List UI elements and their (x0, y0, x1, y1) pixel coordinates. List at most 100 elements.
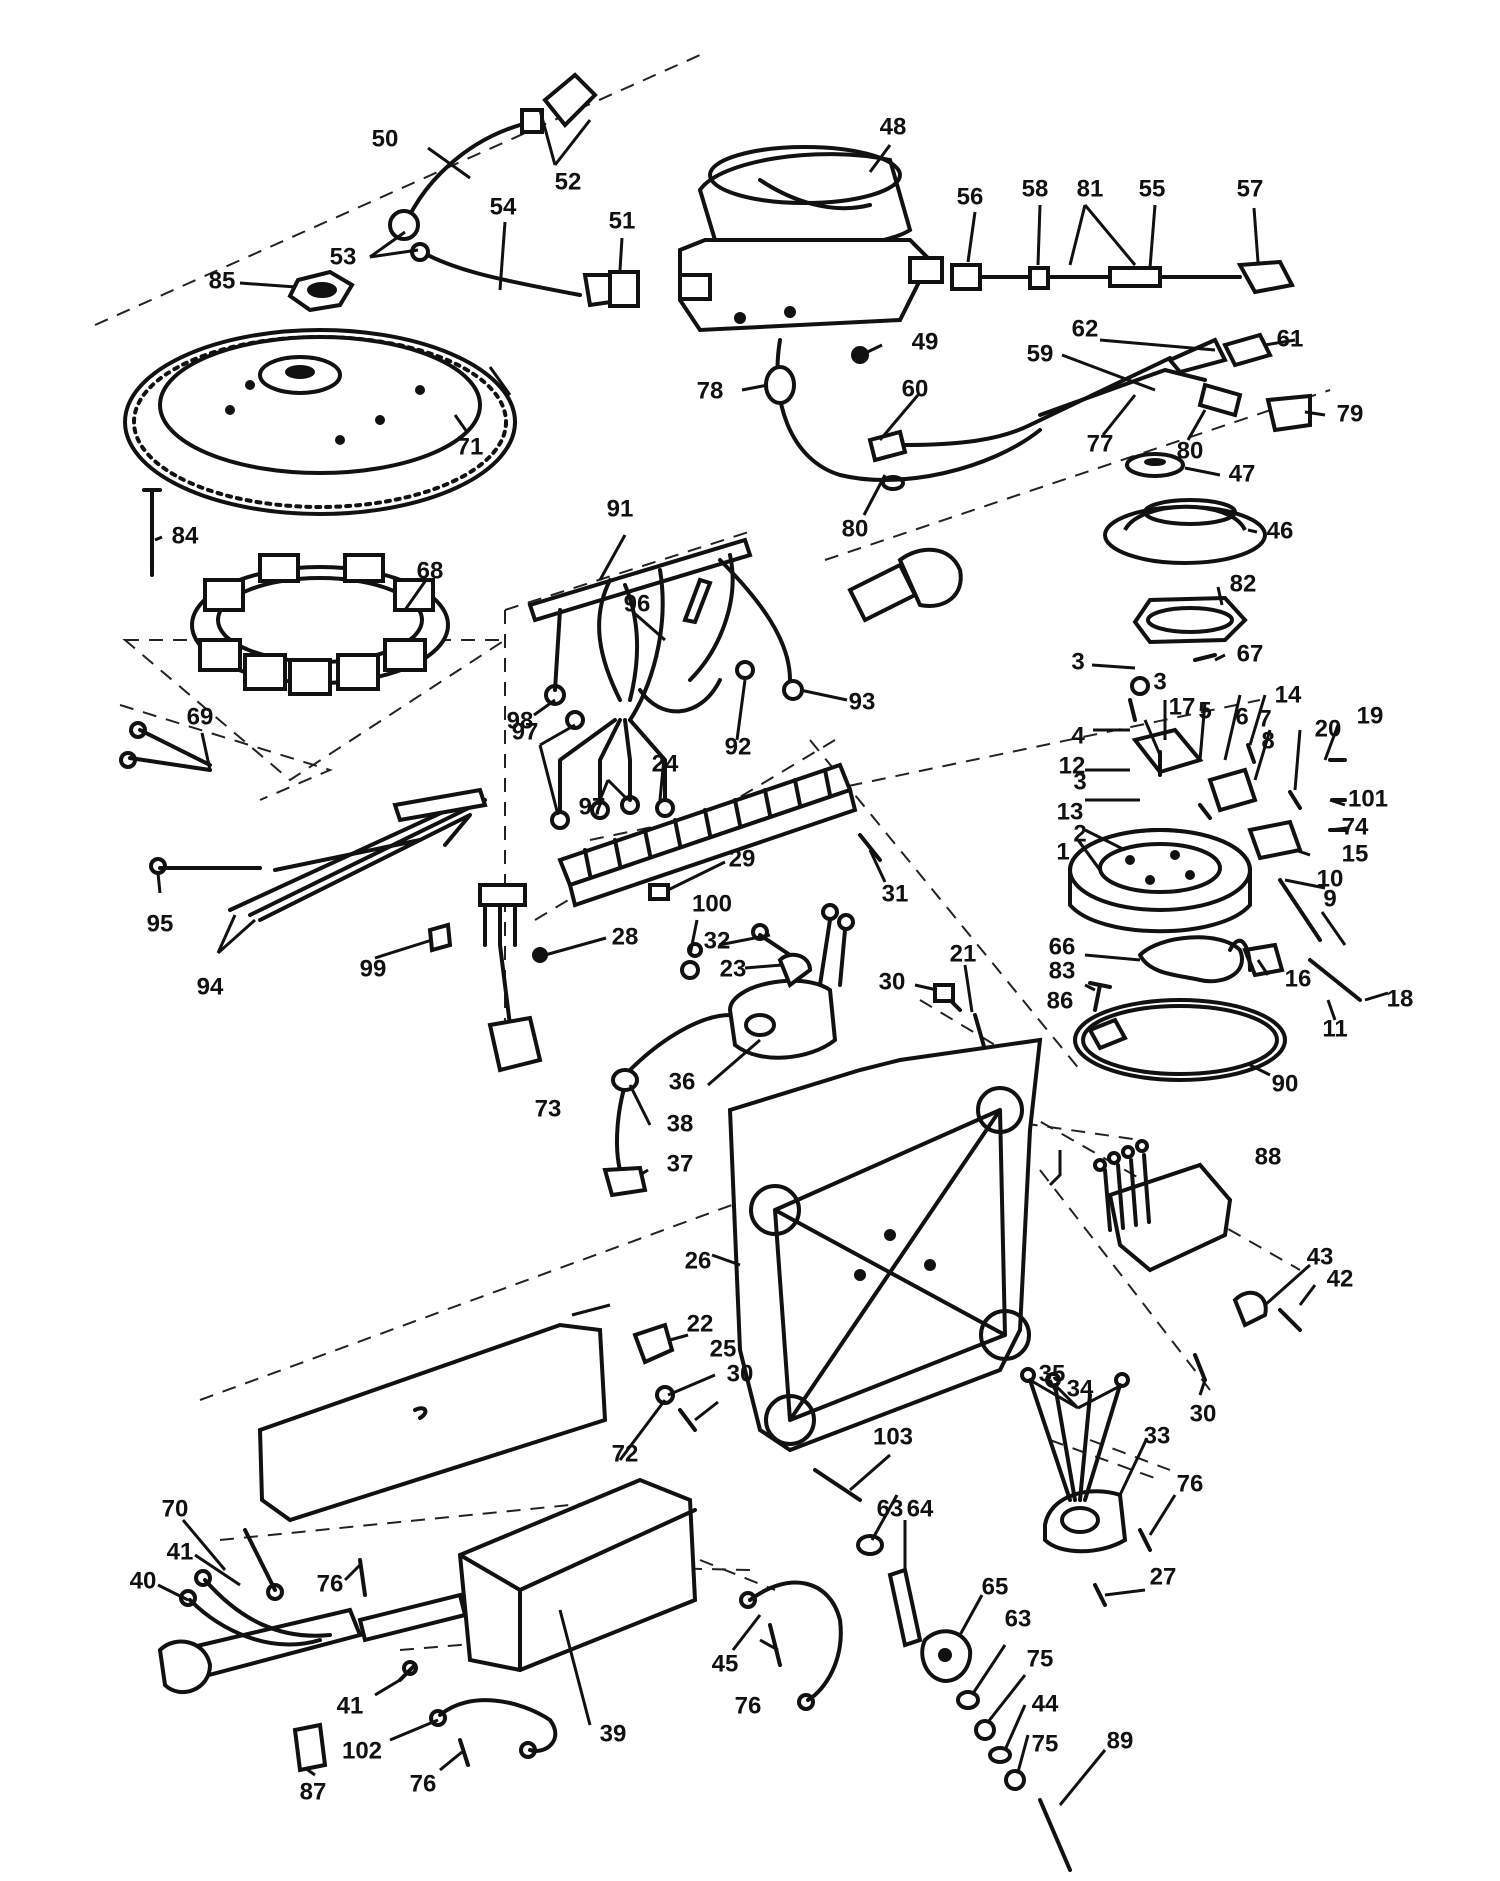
callout-87: 87 (300, 1778, 327, 1805)
callout-42: 42 (1327, 1265, 1354, 1292)
callout-41: 41 (167, 1538, 194, 1565)
screw-83 (1088, 981, 1112, 1012)
callout-10: 10 (1317, 865, 1344, 892)
callout-18: 18 (1387, 985, 1414, 1012)
callout-20: 20 (1315, 715, 1342, 742)
callout-30: 30 (1190, 1400, 1217, 1427)
spacer-29 (648, 883, 670, 901)
callout-53: 53 (330, 243, 357, 270)
switch-33 (1020, 1367, 1130, 1554)
screw-76-left (358, 1558, 367, 1597)
callout-76: 76 (410, 1770, 437, 1797)
clamp-22 (632, 1322, 675, 1365)
wire-102 (429, 1698, 558, 1759)
washer-63-upper (856, 1534, 884, 1556)
terminal-strip-91 (527, 537, 753, 623)
callout-86: 86 (1047, 987, 1074, 1014)
callout-79: 79 (1337, 400, 1364, 427)
callout-63: 63 (1005, 1605, 1032, 1632)
screw-100 (680, 942, 703, 980)
callout-61: 61 (1277, 325, 1304, 352)
callout-56: 56 (957, 183, 984, 210)
callout-7: 7 (1258, 705, 1271, 732)
mount-65 (920, 1629, 973, 1683)
callout-95: 95 (147, 910, 174, 937)
callout-60: 60 (902, 375, 929, 402)
callout-71: 71 (457, 433, 484, 460)
nut-75-lower (1004, 1769, 1026, 1791)
stud-103 (813, 1468, 862, 1502)
leads-40-41 (179, 1528, 332, 1647)
flywheel (123, 328, 517, 516)
callout-41: 41 (337, 1692, 364, 1719)
tube-connector (157, 1592, 468, 1695)
callout-76: 76 (317, 1570, 344, 1597)
callout-62: 62 (1072, 315, 1099, 342)
coil-housing (678, 145, 944, 333)
callout-75: 75 (1027, 1645, 1054, 1672)
callout-27: 27 (1150, 1563, 1177, 1590)
callout-57: 57 (1237, 175, 1264, 202)
callout-76: 76 (735, 1692, 762, 1719)
callout-77: 77 (1087, 430, 1114, 457)
callout-24: 24 (652, 750, 679, 777)
callout-102: 102 (342, 1737, 382, 1764)
callout-93: 93 (849, 688, 876, 715)
callout-59: 59 (1027, 340, 1054, 367)
callout-50: 50 (372, 125, 399, 152)
callout-9: 9 (1323, 885, 1336, 912)
callout-6: 6 (1235, 703, 1248, 730)
callout-34: 34 (1067, 1375, 1094, 1402)
callout-14: 14 (1275, 681, 1302, 708)
callout-82: 82 (1230, 570, 1257, 597)
washer-25 (655, 1385, 675, 1405)
washer-44 (988, 1746, 1012, 1764)
callout-25: 25 (710, 1335, 737, 1362)
callout-1: 1 (1056, 838, 1069, 865)
callout-labels: 1 2 3 3 3 4 5 6 7 8 9 10 11 12 13 14 15 … (130, 113, 1414, 1805)
callout-98: 98 (507, 707, 534, 734)
callout-100: 100 (692, 890, 732, 917)
wire-45 (739, 1580, 843, 1711)
callout-81: 81 (1077, 175, 1104, 202)
callout-75: 75 (1032, 1730, 1059, 1757)
callout-19: 19 (1357, 702, 1384, 729)
callout-97: 97 (512, 718, 539, 745)
callout-17: 17 (1169, 693, 1196, 720)
stud-21 (973, 1013, 987, 1052)
callout-69: 69 (187, 703, 214, 730)
callout-51: 51 (609, 207, 636, 234)
callout-83: 83 (1049, 957, 1076, 984)
callout-85: 85 (209, 267, 236, 294)
stator (190, 553, 450, 696)
coil-lower (764, 338, 1042, 482)
callout-39: 39 (600, 1720, 627, 1747)
high-tension-leads (388, 72, 628, 308)
callout-48: 48 (880, 113, 907, 140)
wire-clip-80 (881, 475, 905, 491)
callout-90: 90 (1272, 1070, 1299, 1097)
rectifier-plug-73 (478, 883, 543, 1073)
callout-8: 8 (1261, 727, 1274, 754)
callout-21: 21 (950, 940, 977, 967)
callout-5: 5 (1198, 697, 1211, 724)
callout-37: 37 (667, 1150, 694, 1177)
leader-lines (154, 109, 1389, 1806)
callout-99: 99 (360, 955, 387, 982)
callout-32: 32 (704, 927, 731, 954)
callout-96: 96 (624, 590, 651, 617)
callout-30: 30 (879, 968, 906, 995)
callout-89: 89 (1107, 1727, 1134, 1754)
sleeve-64 (887, 1567, 923, 1648)
cover-72 (257, 1322, 608, 1523)
callout-26: 26 (685, 1247, 712, 1274)
callout-84: 84 (172, 522, 199, 549)
callout-47: 47 (1229, 460, 1256, 487)
callout-94: 94 (197, 973, 224, 1000)
screw-28 (532, 947, 548, 963)
callout-91: 91 (607, 495, 634, 522)
callout-45: 45 (712, 1650, 739, 1677)
bolt-32 (751, 923, 792, 957)
screw-41-lower (398, 1660, 418, 1682)
